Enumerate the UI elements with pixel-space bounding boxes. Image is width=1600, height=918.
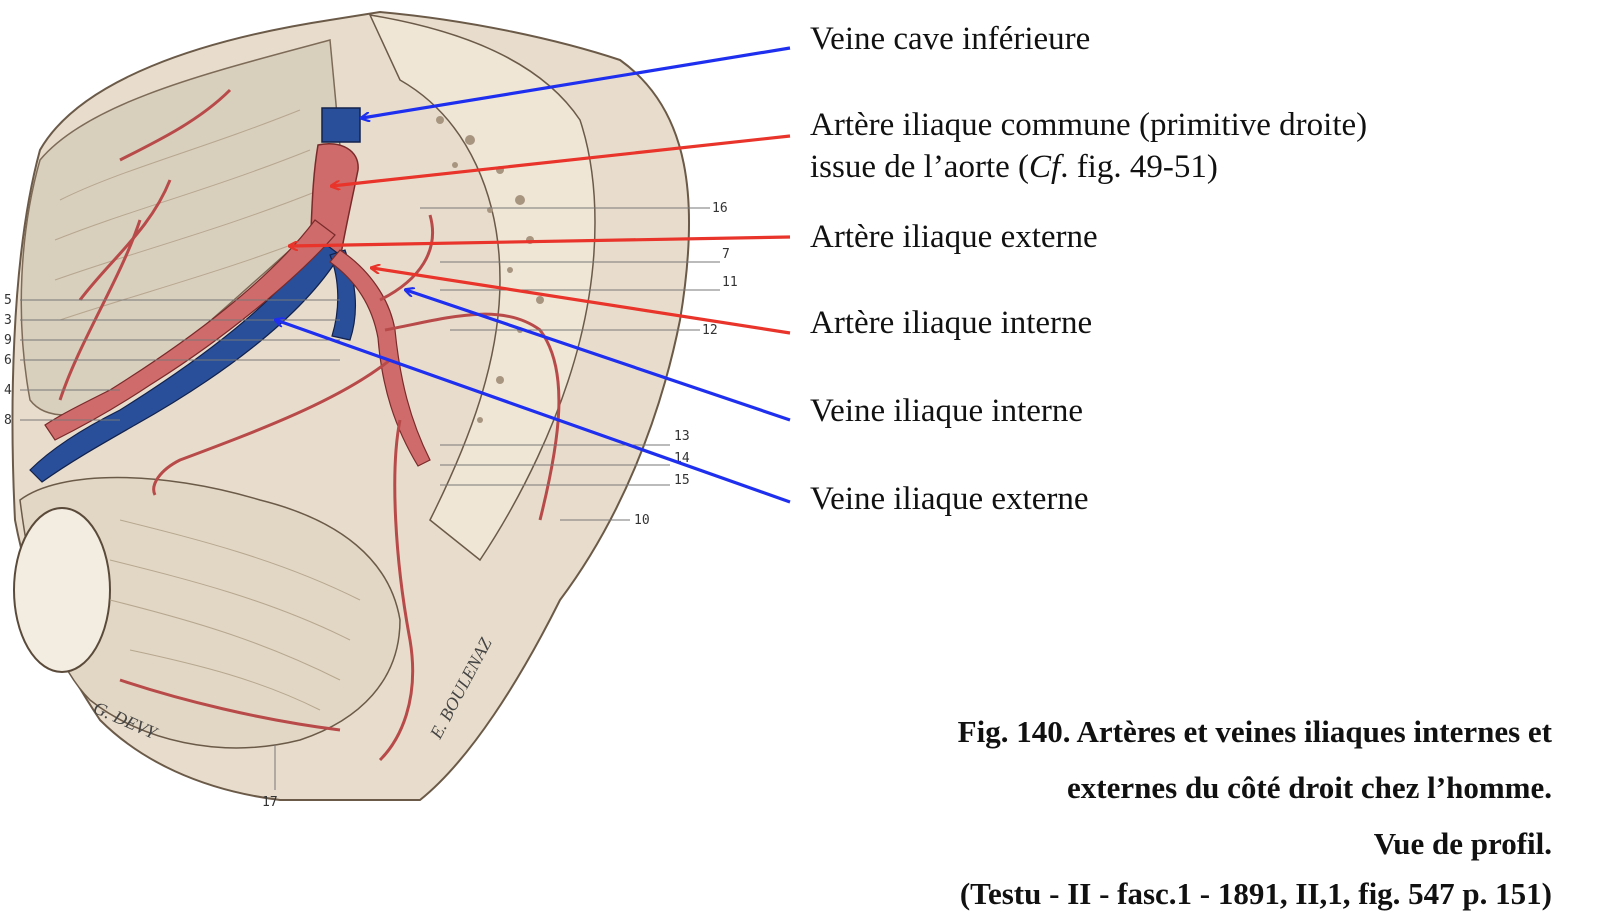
caption-line3: Vue de profil. (1373, 826, 1552, 861)
vena-cava-vessel (321, 107, 361, 143)
label-external-iliac-vein: Veine iliaque externe (810, 481, 1089, 517)
ref-number: 9 (4, 333, 12, 348)
external-iliac-vein-pointer (276, 320, 791, 504)
line2-suffix: . fig. 49-51) (1060, 149, 1218, 185)
label-internal-iliac-artery: Artère iliaque interne (810, 305, 1093, 341)
ref-number: 16 (712, 201, 728, 216)
muscle-striations (54, 109, 361, 711)
ref-number: 12 (702, 323, 718, 338)
internal-iliac-artery-vessel (329, 249, 431, 467)
external-iliac-vein-vessel (29, 239, 341, 483)
ref-number: 10 (634, 513, 650, 528)
internal-iliac-vein-pointer (406, 290, 791, 422)
vena-cava-pointer (362, 46, 791, 118)
femoral-cut (13, 507, 111, 673)
common-iliac-artery-pointer (332, 134, 791, 186)
line2-prefix: issue de l’aorte ( (810, 149, 1029, 185)
ref-number: 17 (262, 795, 278, 810)
caption-line1: Fig. 140. Artères et veines iliaques int… (957, 714, 1552, 749)
label-common-iliac-artery: Artère iliaque commune (primitive droite… (810, 104, 1367, 188)
thigh-muscle (19, 476, 401, 749)
external-iliac-artery-pointer (290, 235, 791, 246)
ref-number: 5 (4, 293, 12, 308)
caption-line4: (Testu - II - fasc.1 - 1891, II,1, fig. … (959, 876, 1552, 911)
caption-line2: externes du côté droit chez l’homme. (1067, 770, 1552, 805)
ref-number: 8 (4, 413, 12, 428)
label-external-iliac-artery: Artère iliaque externe (810, 219, 1098, 255)
ref-number: 7 (722, 247, 730, 262)
label-vena-cava: Veine cave inférieure (810, 21, 1091, 57)
sacrum (368, 14, 596, 562)
label-common-iliac-line1: Artère iliaque commune (primitive droite… (810, 107, 1368, 143)
ref-number: 13 (674, 429, 690, 444)
ref-number: 11 (722, 275, 738, 290)
internal-iliac-artery-pointer (372, 268, 791, 335)
line2-italic: Cf (1029, 149, 1061, 185)
reference-leader-lines (20, 207, 720, 790)
label-common-iliac-line2: issue de l’aorte (Cf. fig. 49-51) (810, 146, 1367, 188)
ref-number: 15 (674, 473, 690, 488)
ref-number: 6 (4, 353, 12, 368)
ref-number: 3 (4, 313, 12, 328)
external-iliac-artery-vessel (44, 219, 336, 441)
ref-number: 4 (4, 383, 12, 398)
label-internal-iliac-vein: Veine iliaque interne (810, 393, 1084, 429)
